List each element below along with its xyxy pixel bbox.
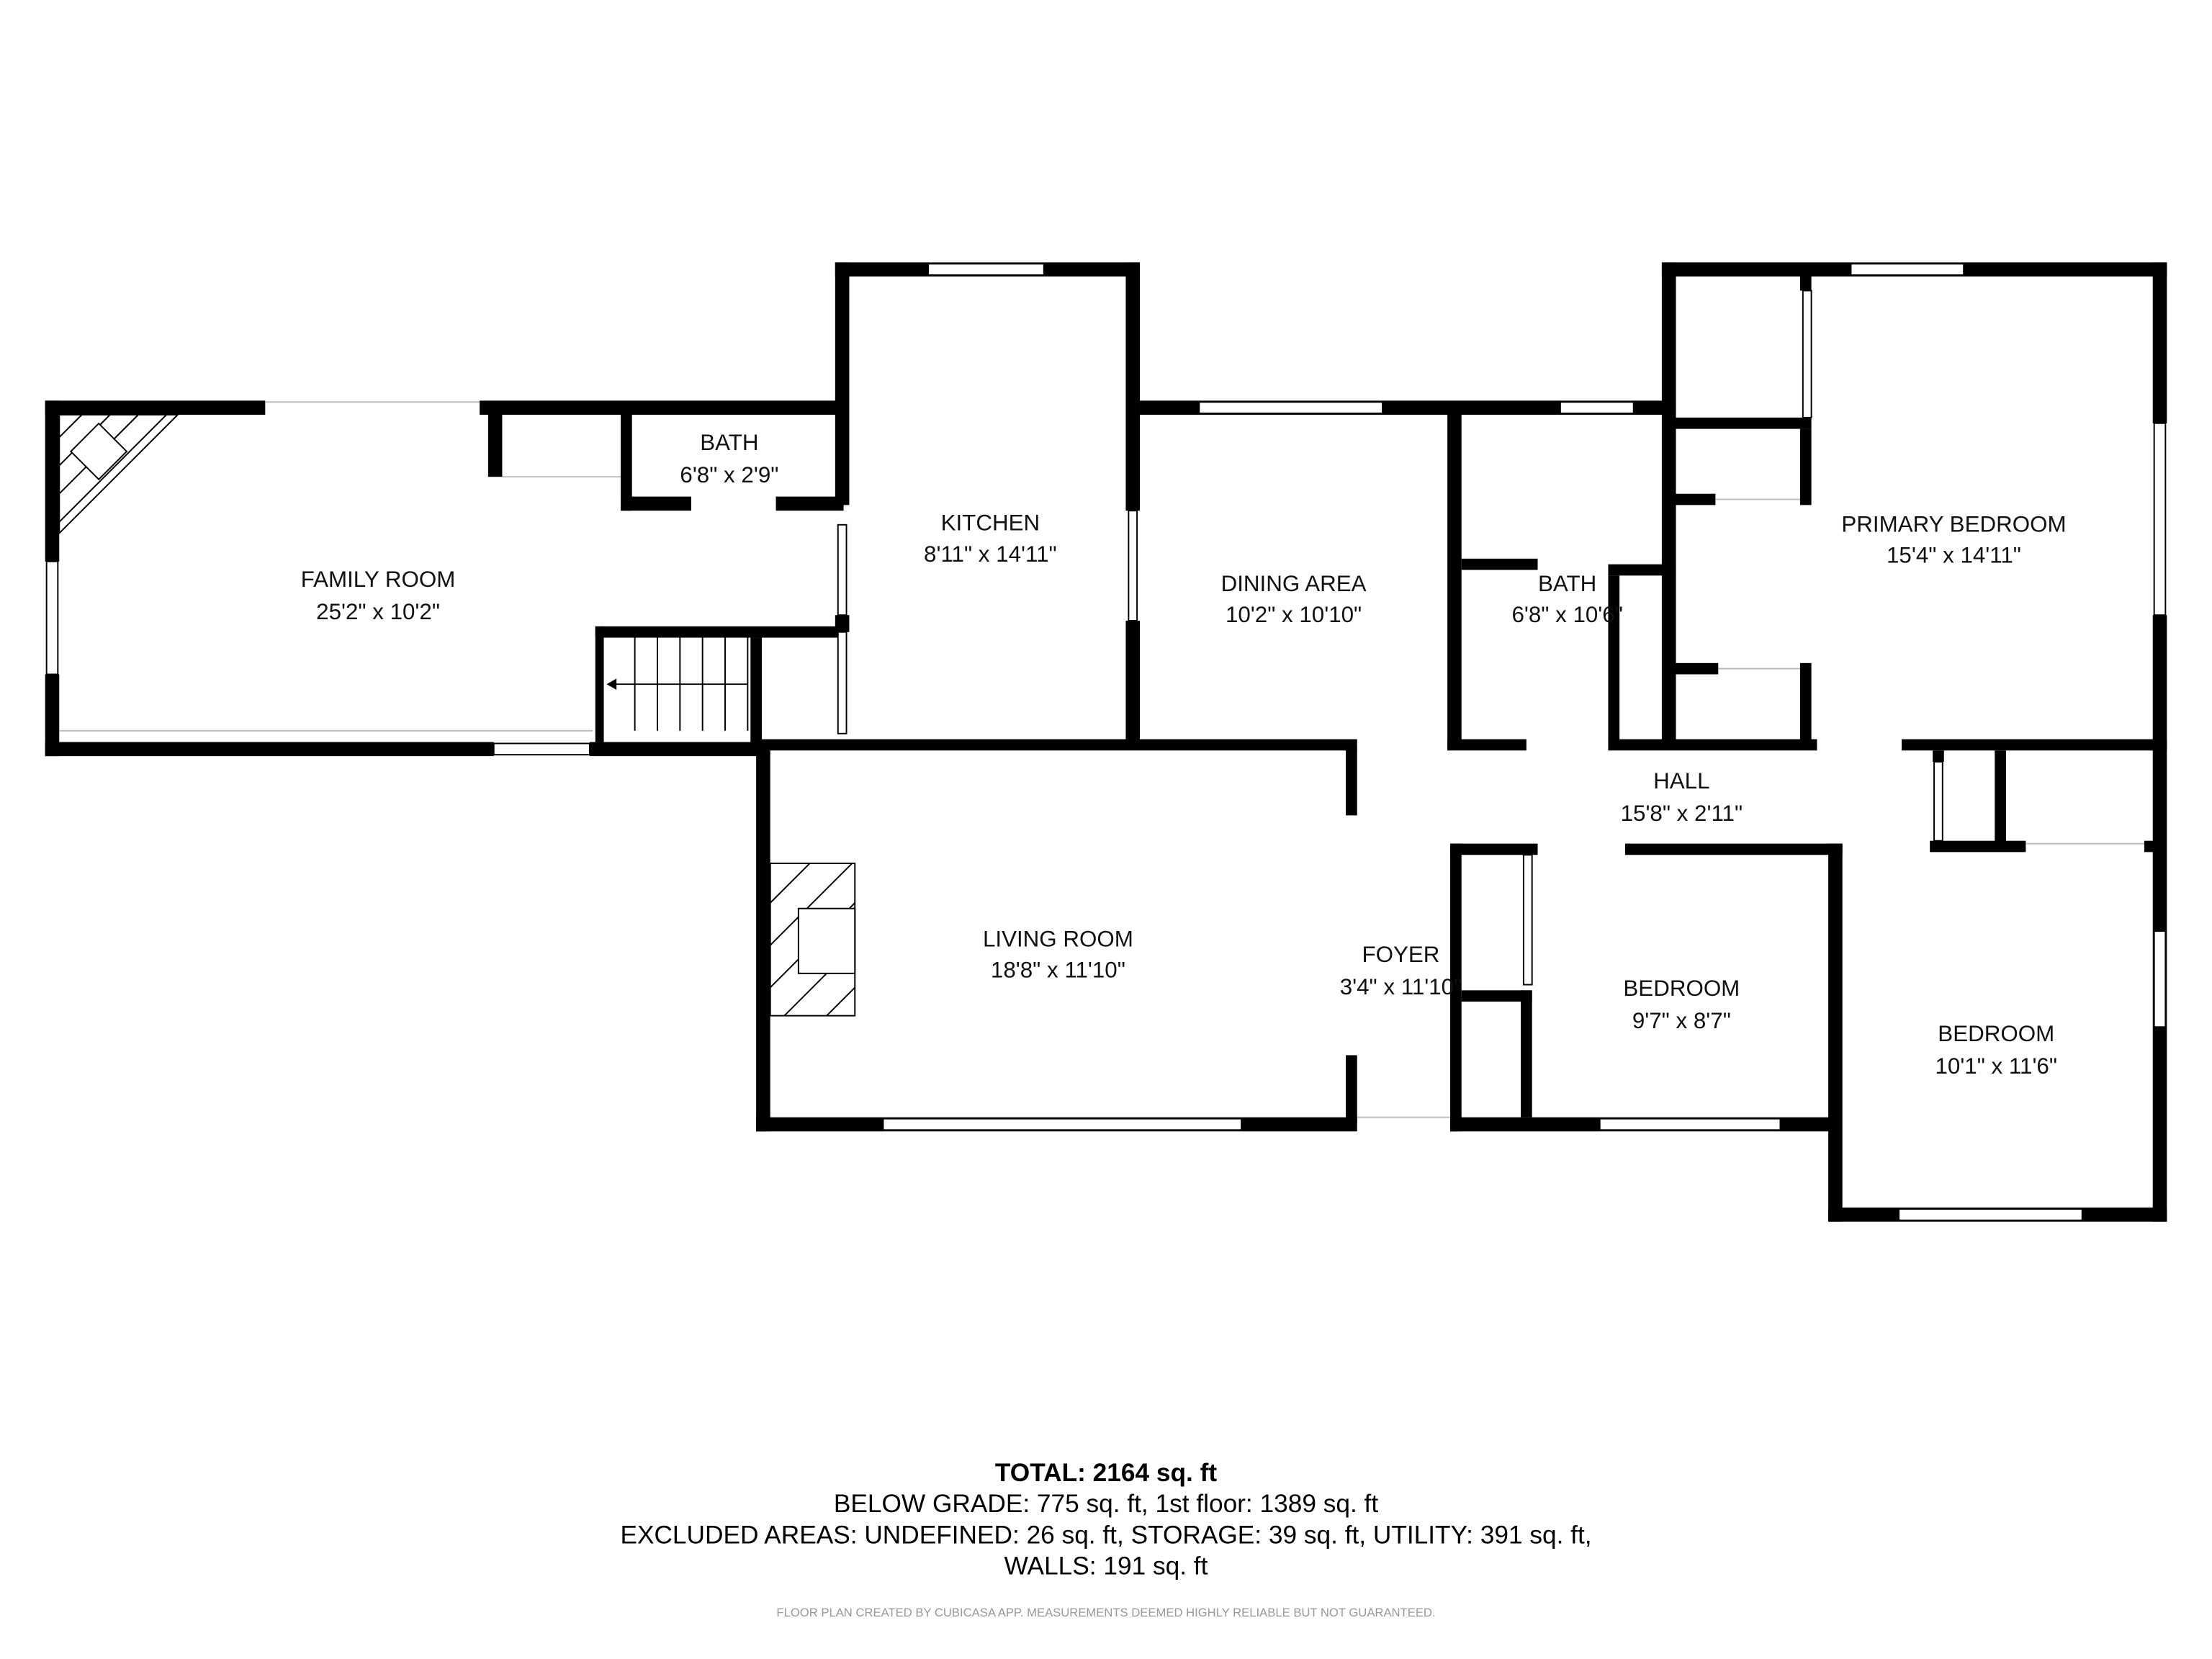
room-name: BEDROOM [1623,976,1740,1001]
room-living-room: LIVING ROOM 18'8" x 11'10" [983,927,1133,983]
stairs [606,637,749,731]
room-kitchen: KITCHEN 8'11" x 14'11" [924,511,1057,567]
room-dims: 6'8" x 10'6" [1511,602,1622,627]
area-breakdown: BELOW GRADE: 775 sq. ft, 1st floor: 1389… [834,1490,1378,1518]
room-dims: 15'8" x 2'11" [1621,801,1743,826]
corner-fireplace [58,414,180,535]
room-name: FAMILY ROOM [301,567,456,592]
total-area: TOTAL: 2164 sq. ft [995,1459,1217,1487]
room-name: KITCHEN [941,511,1040,536]
room-dims: 8'11" x 14'11" [924,541,1057,567]
room-dims: 25'2" x 10'2" [316,599,440,624]
room-dims: 10'2" x 10'10" [1226,602,1362,627]
room-dims: 9'7" x 8'7" [1632,1008,1731,1033]
room-bedroom-1: BEDROOM 9'7" x 8'7" [1623,976,1740,1033]
room-name: BATH [700,430,758,455]
room-dining-area: DINING AREA 10'2" x 10'10" [1221,571,1367,627]
room-primary-bedroom: PRIMARY BEDROOM 15'4" x 14'11" [1841,512,2066,568]
room-foyer: FOYER 3'4" x 11'10" [1340,942,1462,999]
excluded-areas: EXCLUDED AREAS: UNDEFINED: 26 sq. ft, ST… [620,1521,1591,1549]
room-dims: 15'4" x 14'11" [1887,543,2021,568]
credit-note: FLOOR PLAN CREATED BY CUBICASA APP. MEAS… [776,1606,1435,1619]
room-name: BEDROOM [1938,1021,2054,1046]
room-bath: BATH 6'8" x 10'6" [1511,571,1622,627]
room-name: LIVING ROOM [983,927,1133,952]
room-bedroom-2: BEDROOM 10'1" x 11'6" [1935,1021,2057,1079]
fireplace [769,863,856,1017]
room-bath-small: BATH 6'8" x 2'9" [680,430,778,487]
area-summary: TOTAL: 2164 sq. ft BELOW GRADE: 775 sq. … [620,1459,1591,1619]
walls-area: WALLS: 191 sq. ft [1004,1552,1208,1580]
room-dims: 18'8" x 11'10" [991,958,1125,983]
room-name: FOYER [1362,942,1440,967]
room-dims: 6'8" x 2'9" [680,462,778,487]
room-dims: 10'1" x 11'6" [1935,1053,2057,1079]
room-name: PRIMARY BEDROOM [1841,512,2066,537]
room-dims: 3'4" x 11'10" [1340,974,1462,999]
room-name: HALL [1653,768,1709,793]
room-hall: HALL 15'8" x 2'11" [1621,768,1743,826]
room-name: DINING AREA [1221,571,1367,596]
room-family-room: FAMILY ROOM 25'2" x 10'2" [301,567,456,624]
room-labels: FAMILY ROOM 25'2" x 10'2" BATH 6'8" x 2'9"… [301,430,2067,1079]
room-name: BATH [1538,571,1596,596]
walls [45,262,2167,1222]
